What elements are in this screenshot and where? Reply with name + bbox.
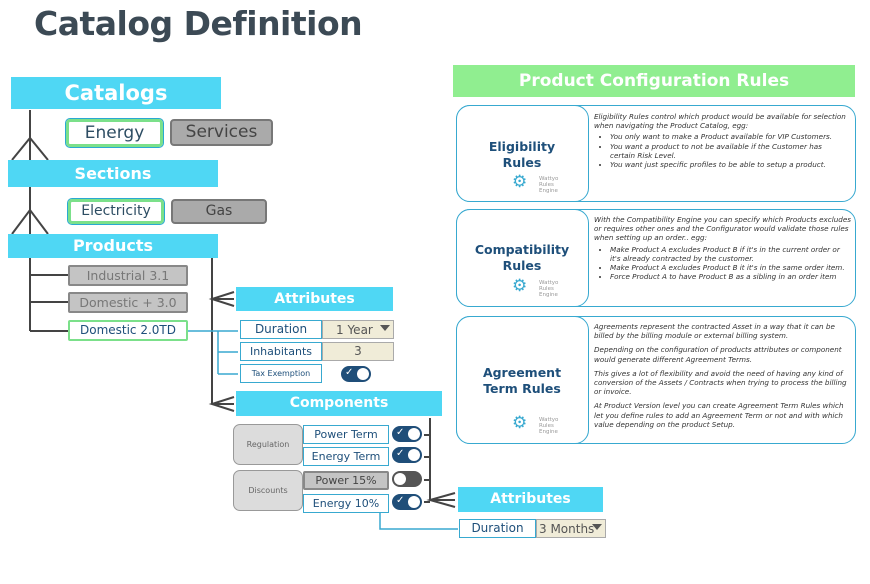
- section-electricity[interactable]: Electricity: [67, 198, 165, 225]
- chevron-down-icon: [380, 325, 390, 331]
- sub-attributes-header: Attributes: [458, 487, 603, 512]
- section-gas[interactable]: Gas: [171, 199, 267, 224]
- sub-attribute-duration-value: 3 Months: [539, 522, 595, 536]
- chevron-down-icon: [592, 524, 602, 530]
- agreement-term-rules-text: Agreements represent the contracted Asse…: [594, 322, 847, 429]
- page-title: Catalog Definition: [34, 4, 363, 43]
- attributes-header: Attributes: [236, 287, 393, 311]
- attribute-duration-label: Duration: [240, 320, 322, 339]
- sections-header: Sections: [8, 160, 218, 187]
- component-energy-term: Energy Term: [303, 447, 389, 466]
- component-energy-10: Energy 10%: [303, 494, 389, 513]
- sub-attribute-duration-label: Duration: [459, 519, 536, 538]
- components-header: Components: [236, 391, 442, 416]
- attribute-duration-select[interactable]: 1 Year: [322, 320, 394, 339]
- product-domestic-2td[interactable]: Domestic 2.0TD: [68, 320, 188, 341]
- energy-10-toggle[interactable]: ✓: [392, 494, 422, 510]
- attribute-inhabitants-label: Inhabitants: [240, 342, 322, 361]
- power-15-toggle[interactable]: [392, 471, 422, 487]
- group-regulation: Regulation: [233, 424, 303, 465]
- check-icon: ✓: [345, 367, 354, 378]
- sub-attribute-duration-select[interactable]: 3 Months: [536, 519, 606, 538]
- product-industrial[interactable]: Industrial 3.1: [68, 265, 188, 286]
- catalog-energy[interactable]: Energy: [65, 118, 164, 148]
- product-domestic-plus[interactable]: Domestic + 3.0: [68, 292, 188, 313]
- power-term-toggle[interactable]: ✓: [392, 426, 422, 442]
- component-power-term: Power Term: [303, 425, 389, 444]
- check-icon: ✓: [396, 448, 405, 459]
- products-header: Products: [8, 234, 218, 258]
- catalogs-header: Catalogs: [11, 77, 221, 109]
- tax-exemption-toggle[interactable]: ✓: [341, 366, 371, 382]
- component-power-15: Power 15%: [303, 471, 389, 490]
- energy-term-toggle[interactable]: ✓: [392, 447, 422, 463]
- group-discounts: Discounts: [233, 470, 303, 511]
- gear-icon: ⚙: [512, 413, 528, 433]
- attribute-inhabitants-value[interactable]: 3: [322, 342, 394, 361]
- gear-icon: ⚙: [512, 276, 528, 296]
- check-icon: ✓: [396, 427, 405, 438]
- eligibility-rules-text: Eligibility Rules control which product …: [594, 112, 848, 169]
- attribute-tax-exemption-label: Tax Exemption: [240, 364, 322, 383]
- gear-icon: ⚙: [512, 172, 528, 192]
- catalog-services[interactable]: Services: [170, 119, 273, 146]
- attribute-duration-value: 1 Year: [336, 323, 373, 337]
- check-icon: ✓: [396, 495, 405, 506]
- rules-header: Product Configuration Rules: [453, 65, 855, 97]
- compatibility-rules-text: With the Compatibility Engine you can sp…: [594, 215, 852, 281]
